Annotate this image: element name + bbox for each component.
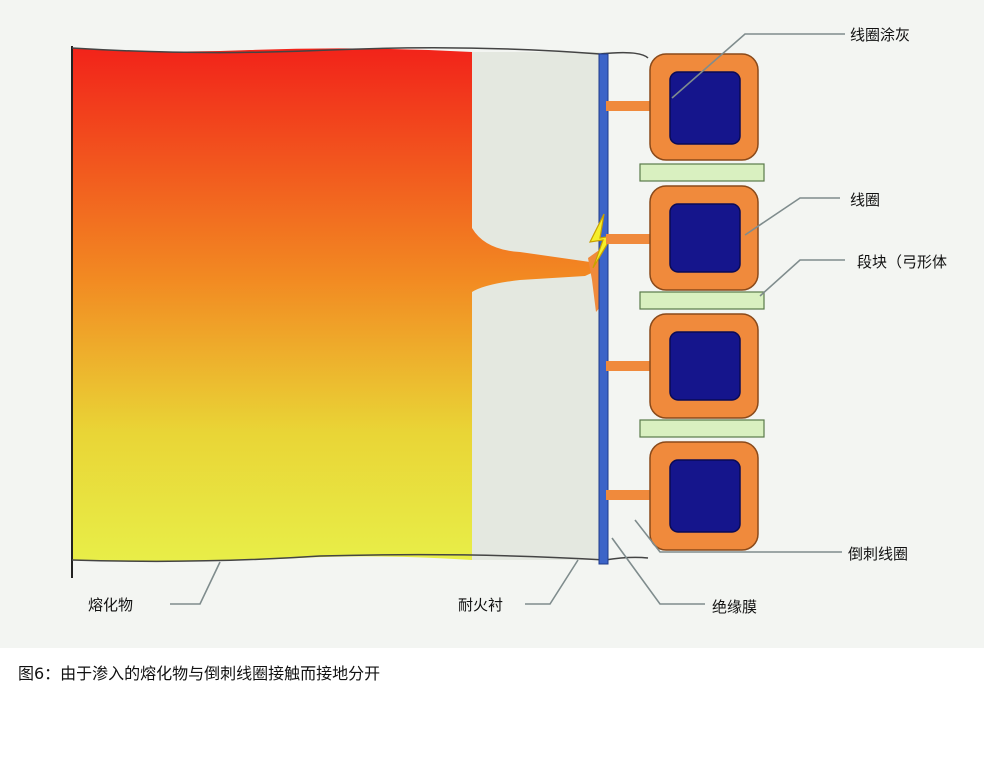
leader-refractory — [525, 559, 579, 605]
diagram-svg — [71, 33, 845, 605]
coil-2 — [649, 185, 759, 291]
label-insulation-film: 绝缘膜 — [712, 598, 758, 616]
coil-connector-4 — [606, 490, 652, 500]
top-outline — [71, 47, 649, 59]
bottom-outline — [71, 553, 649, 563]
label-melt: 熔化物 — [88, 596, 134, 614]
segment-block-1 — [639, 163, 765, 182]
melt-body — [72, 48, 598, 562]
insulation-film — [598, 53, 609, 565]
label-refractory-lining: 耐火衬 — [458, 596, 504, 614]
coil-connector-1 — [606, 101, 652, 111]
leader-insulation — [611, 537, 705, 605]
label-coil: 线圈 — [850, 191, 881, 209]
label-barbed-coil: 倒刺线圈 — [848, 545, 909, 563]
diagram-figure: 线圈涂灰 线圈 段块（弓形体 倒刺线圈 熔化物 耐火衬 绝缘膜 — [0, 0, 984, 648]
leader-melt — [170, 561, 221, 605]
leader-segment-block — [759, 259, 845, 297]
label-segment-block: 段块（弓形体 — [857, 253, 948, 271]
segment-block-3 — [639, 419, 765, 438]
coil-4 — [649, 441, 759, 551]
leader-barbed-coil — [634, 519, 842, 553]
leader-coil — [744, 197, 840, 236]
leader-coil-coating — [671, 33, 845, 99]
figure-caption: 图6：由于渗入的熔化物与倒刺线圈接触而接地分开 — [18, 664, 381, 683]
refractory-lining — [470, 52, 605, 560]
coil-3 — [649, 313, 759, 419]
coil-1 — [649, 53, 759, 161]
coil-connector-2 — [606, 234, 652, 244]
coil-connector-3 — [606, 361, 652, 371]
segment-block-2 — [639, 291, 765, 310]
label-coil-coating: 线圈涂灰 — [850, 26, 911, 44]
